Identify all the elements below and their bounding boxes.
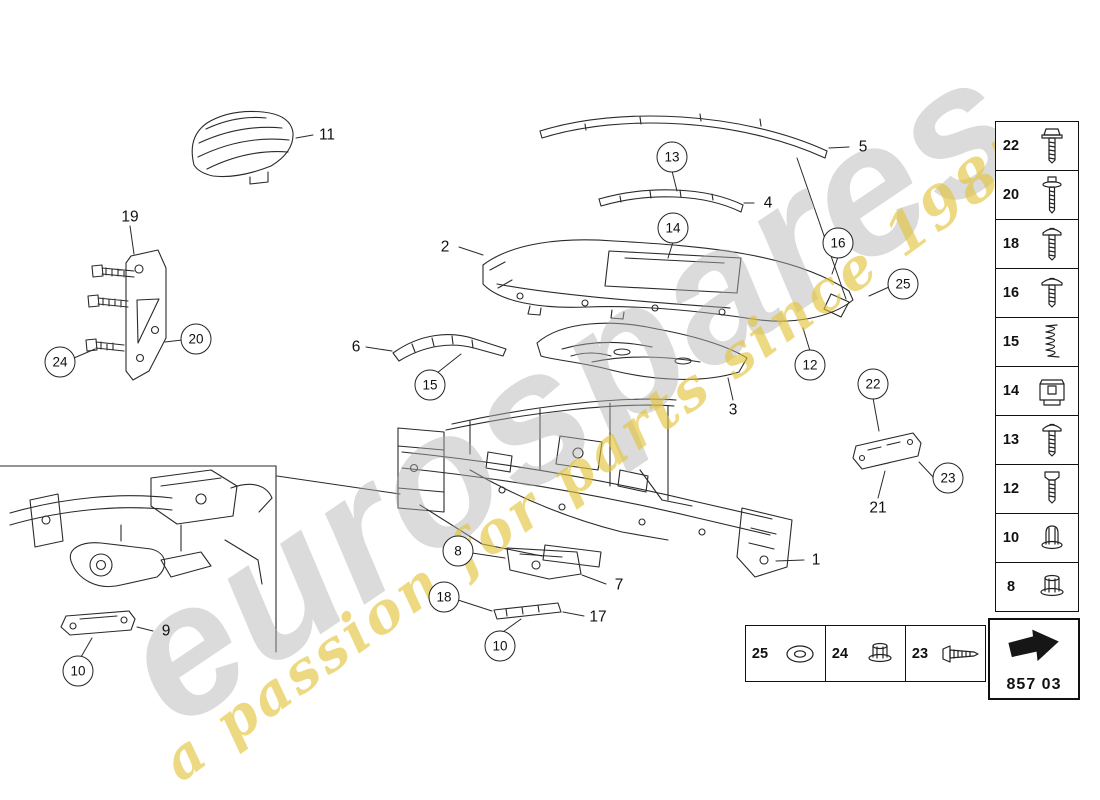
dome-nut-washer-icon xyxy=(1026,518,1078,558)
fastener-number: 10 xyxy=(1002,530,1020,546)
pan-head-screw-icon xyxy=(1026,420,1078,460)
sidebar-fastener-18[interactable]: 18 xyxy=(996,220,1078,269)
sidebar-fastener-15[interactable]: 15 xyxy=(996,318,1078,367)
part-6-support-bracket xyxy=(392,334,507,362)
sidebar-fastener-14[interactable]: 14 xyxy=(996,367,1078,416)
part-1-crossmember-frame xyxy=(397,398,793,578)
fastener-number: 8 xyxy=(1006,579,1016,595)
callout-13[interactable]: 13 xyxy=(656,141,688,173)
part-5-windscreen-trim xyxy=(539,113,828,159)
callout-3[interactable]: 3 xyxy=(728,401,738,419)
fastener-legend: 25 24 23 xyxy=(745,625,986,682)
callout-4[interactable]: 4 xyxy=(763,194,773,212)
cage-nut-clip-icon xyxy=(1026,371,1078,411)
fastener-number: 22 xyxy=(1002,138,1020,154)
fastener-number: 18 xyxy=(1002,236,1020,252)
inset-subframe-view xyxy=(0,465,277,653)
callout-5[interactable]: 5 xyxy=(858,138,868,156)
leader-lines xyxy=(73,134,935,658)
hex-bolt-icon xyxy=(934,640,985,668)
callout-16[interactable]: 16 xyxy=(822,227,854,259)
callout-6[interactable]: 6 xyxy=(351,338,361,356)
pan-head-screw-icon xyxy=(1026,273,1078,313)
sidebar-fastener-10[interactable]: 10 xyxy=(996,514,1078,563)
fastener-number: 14 xyxy=(1002,383,1020,399)
sidebar-fastener-8[interactable]: 8 xyxy=(996,563,1078,611)
callout-23[interactable]: 23 xyxy=(932,462,964,494)
callout-25[interactable]: 25 xyxy=(887,268,919,300)
fastener-number: 12 xyxy=(1002,481,1020,497)
sidebar-fastener-20[interactable]: 20 xyxy=(996,171,1078,220)
callout-11[interactable]: 11 xyxy=(318,126,336,144)
flange-nut-icon xyxy=(1026,567,1078,607)
callout-19[interactable]: 19 xyxy=(121,208,139,226)
callout-21[interactable]: 21 xyxy=(869,499,887,517)
callout-10-center[interactable]: 10 xyxy=(484,630,516,662)
callout-18[interactable]: 18 xyxy=(428,581,460,613)
callout-8[interactable]: 8 xyxy=(442,535,474,567)
fastener-sidebar: 22 20 18 16 15 xyxy=(995,121,1079,612)
part-21-bracket xyxy=(852,432,922,470)
sidebar-fastener-13[interactable]: 13 xyxy=(996,416,1078,465)
callout-14[interactable]: 14 xyxy=(657,212,689,244)
legend-fastener-23[interactable]: 23 xyxy=(906,626,985,681)
fastener-number: 24 xyxy=(831,645,849,662)
sidebar-fastener-12[interactable]: 12 xyxy=(996,465,1078,514)
callout-20[interactable]: 20 xyxy=(180,323,212,355)
fastener-number: 25 xyxy=(751,645,769,662)
diagram-code: 857 03 xyxy=(1006,676,1062,693)
part-7-bracket xyxy=(506,547,582,580)
callout-9[interactable]: 9 xyxy=(161,622,171,640)
fastener-number: 13 xyxy=(1002,432,1020,448)
callout-15[interactable]: 15 xyxy=(414,369,446,401)
part-3-insulation-mat xyxy=(536,322,748,380)
part-4-trim-strip xyxy=(598,189,744,213)
pan-head-screw-icon xyxy=(1026,224,1078,264)
part-9-bracket xyxy=(60,610,136,636)
shoulder-screw-icon xyxy=(1026,469,1078,509)
diagram-code-box: 857 03 xyxy=(988,618,1080,700)
callout-10-bottom-left[interactable]: 10 xyxy=(62,655,94,687)
part-19-bracket xyxy=(85,249,167,381)
callout-1[interactable]: 1 xyxy=(811,551,821,569)
callout-22[interactable]: 22 xyxy=(857,368,889,400)
callout-2[interactable]: 2 xyxy=(440,238,450,256)
fastener-number: 15 xyxy=(1002,334,1020,350)
arrow-icon xyxy=(1005,626,1063,671)
fastener-number: 16 xyxy=(1002,285,1020,301)
part-17-strip xyxy=(493,602,562,620)
sidebar-fastener-22[interactable]: 22 xyxy=(996,122,1078,171)
part-11-cluster-hood xyxy=(191,110,294,185)
coil-spring-clip-icon xyxy=(1026,322,1078,362)
callout-12[interactable]: 12 xyxy=(794,349,826,381)
hex-flange-bolt-icon xyxy=(1026,126,1078,166)
callout-7[interactable]: 7 xyxy=(614,576,624,594)
fastener-number: 20 xyxy=(1002,187,1020,203)
washer-screw-icon xyxy=(1026,175,1078,215)
legend-fastener-24[interactable]: 24 xyxy=(826,626,906,681)
washer-icon xyxy=(774,640,825,668)
callout-17[interactable]: 17 xyxy=(589,608,607,626)
part-2-dashboard-panel xyxy=(482,239,854,322)
legend-fastener-25[interactable]: 25 xyxy=(746,626,826,681)
fastener-number: 23 xyxy=(911,645,929,662)
flange-nut-icon xyxy=(854,639,905,669)
callout-24[interactable]: 24 xyxy=(44,346,76,378)
sidebar-fastener-16[interactable]: 16 xyxy=(996,269,1078,318)
